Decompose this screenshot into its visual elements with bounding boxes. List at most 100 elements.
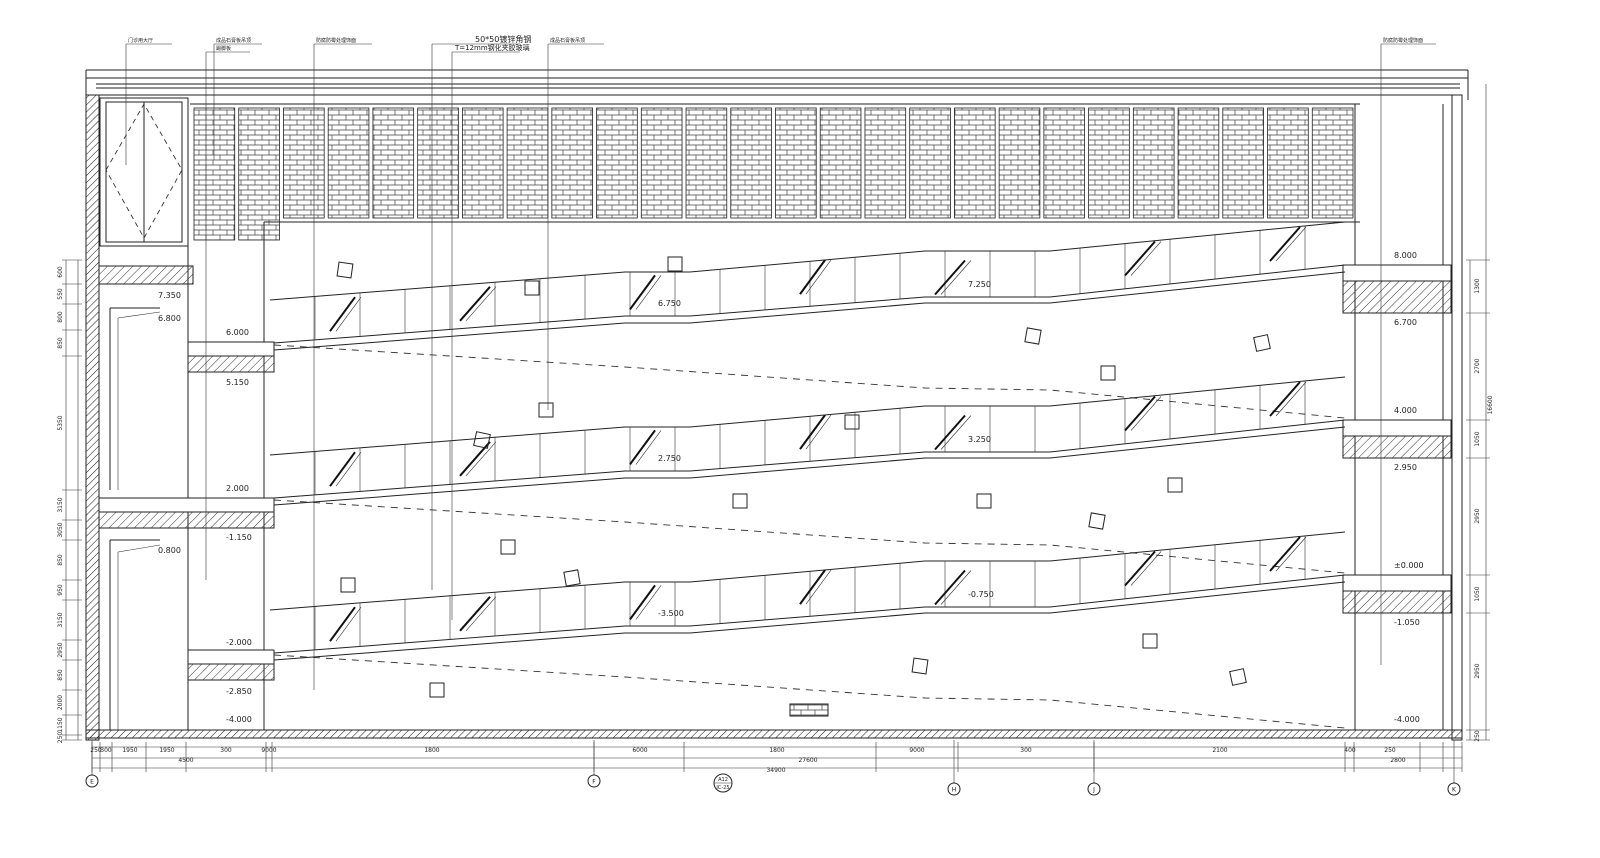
- sign-box: [340, 577, 356, 593]
- dim-label-left: 2950: [57, 642, 64, 657]
- ceiling-band: [85, 69, 1469, 105]
- glass-reflection: [934, 569, 966, 606]
- level-left-9: -2.850: [226, 687, 252, 696]
- axis-bubble: [947, 782, 961, 796]
- glass-reflection: [465, 286, 497, 321]
- level-left-5: 2.000: [226, 484, 249, 493]
- glass-reflection: [1124, 395, 1156, 432]
- ramp-deck-top: [273, 264, 1346, 344]
- sign-box: [1088, 512, 1106, 530]
- level-right-5: ±0.000: [1394, 561, 1424, 570]
- ramp-deck-bottom: [273, 271, 1346, 351]
- dim-label-2: 27600: [798, 757, 817, 764]
- note-5: 50*50镀锌角钢: [475, 34, 531, 44]
- dim-label-left: 250: [57, 732, 64, 744]
- inner-frame: [109, 98, 1444, 730]
- dim-label-2: 2800: [1390, 757, 1405, 764]
- sign-box: [473, 431, 491, 449]
- dim-label: 300: [220, 747, 232, 754]
- level-left-7: 0.800: [158, 546, 181, 555]
- level-ramp3-b: -0.750: [968, 590, 994, 599]
- glass-reflection: [459, 441, 491, 477]
- glass-reflection: [805, 414, 832, 450]
- brick-panel: [372, 107, 415, 219]
- sign-box: [844, 414, 860, 430]
- ramp-handrail: [269, 376, 1346, 456]
- brick-panel: [819, 107, 862, 219]
- dim-label-left: 5350: [57, 415, 64, 430]
- glass-reflection: [635, 585, 662, 620]
- dim-label: 6000: [632, 747, 647, 754]
- ramp-deck-bottom: [273, 581, 1346, 661]
- glass-reflection: [329, 296, 356, 332]
- brick-panel: [909, 107, 951, 219]
- brick-panel: [238, 107, 280, 241]
- glass-reflection: [1269, 226, 1301, 262]
- brick-panel: [864, 107, 907, 219]
- glass-reflection: [1124, 550, 1156, 587]
- brick-panel: [1088, 107, 1130, 219]
- dim-label-right: 1300: [1474, 278, 1481, 293]
- brick-panel: [417, 107, 459, 219]
- dim-label: 2100: [1212, 747, 1227, 754]
- glass-reflection: [1269, 381, 1301, 417]
- dim-label: 250: [1384, 747, 1396, 754]
- dim-label: 9000: [261, 747, 276, 754]
- level-right-1: 8.000: [1394, 251, 1417, 260]
- brick-panel: [1177, 107, 1220, 219]
- level-left-8: -2.000: [226, 638, 252, 647]
- glass-reflection: [1130, 551, 1162, 586]
- axis-bubble: [1447, 782, 1461, 796]
- glass-reflection: [799, 569, 826, 605]
- brick-panel: [730, 107, 772, 219]
- dim-label-right: 1050: [1474, 431, 1481, 446]
- ramp-handrail: [269, 531, 1346, 611]
- top-notes: 门诊用大厅 成品石膏板吊顶 踢脚板 防腐防霉处理饰面 50*50镀锌角钢 T=1…: [126, 34, 1436, 53]
- dim-total: 34900: [766, 767, 785, 774]
- dim-label-left: 3150: [57, 612, 64, 627]
- brick-panel: [551, 107, 593, 219]
- left-dimension-chain: 6005508008505350315030508509503150295085…: [57, 259, 82, 744]
- note-3: 踢脚板: [216, 45, 231, 52]
- sign-box: [1024, 327, 1042, 345]
- ramp-handrail: [269, 221, 1346, 301]
- brick-panel: [775, 107, 817, 219]
- glass-reflection: [629, 429, 656, 465]
- glass-reflection: [805, 569, 832, 605]
- wall-sign-boxes: [336, 256, 1271, 698]
- ramp-soffit-dashed: [273, 344, 1346, 419]
- dim-label: 9000: [909, 747, 924, 754]
- glass-reflection: [1275, 381, 1307, 417]
- dim-label-left: 1150: [57, 717, 64, 732]
- section-tag-bottom: IC-25: [716, 785, 729, 791]
- dim-label-right: 2950: [1474, 508, 1481, 523]
- glass-reflection: [335, 452, 362, 487]
- dim-label: 300: [100, 747, 112, 754]
- axis-label: F: [592, 779, 596, 786]
- brick-panel: [506, 107, 549, 219]
- glass-reflection: [635, 275, 662, 310]
- note-6: T=12mm钢化夹胶玻璃: [454, 43, 530, 52]
- level-left-6: -1.150: [226, 533, 252, 542]
- glass-reflection: [335, 297, 362, 332]
- glass-reflection: [1130, 241, 1162, 276]
- brick-panel: [596, 107, 638, 219]
- dim-label-right: 250: [1474, 730, 1481, 742]
- level-left-1: 7.350: [158, 291, 181, 300]
- glass-reflection: [459, 596, 491, 632]
- level-right-6: -1.050: [1394, 618, 1420, 627]
- brick-panel: [1132, 107, 1175, 219]
- level-left-4: 5.150: [226, 378, 249, 387]
- dim-label-left: 850: [57, 337, 64, 349]
- ramp-group: [269, 221, 1346, 729]
- level-ramp1-a: 6.750: [658, 299, 681, 308]
- sign-box: [732, 493, 748, 509]
- brick-panel: [1311, 107, 1354, 219]
- brick-panel: [327, 107, 370, 219]
- dim-label-2: 4500: [178, 757, 193, 764]
- dim-label: 250: [90, 747, 102, 754]
- glass-reflection: [629, 584, 656, 620]
- brick-panel: [1043, 107, 1086, 219]
